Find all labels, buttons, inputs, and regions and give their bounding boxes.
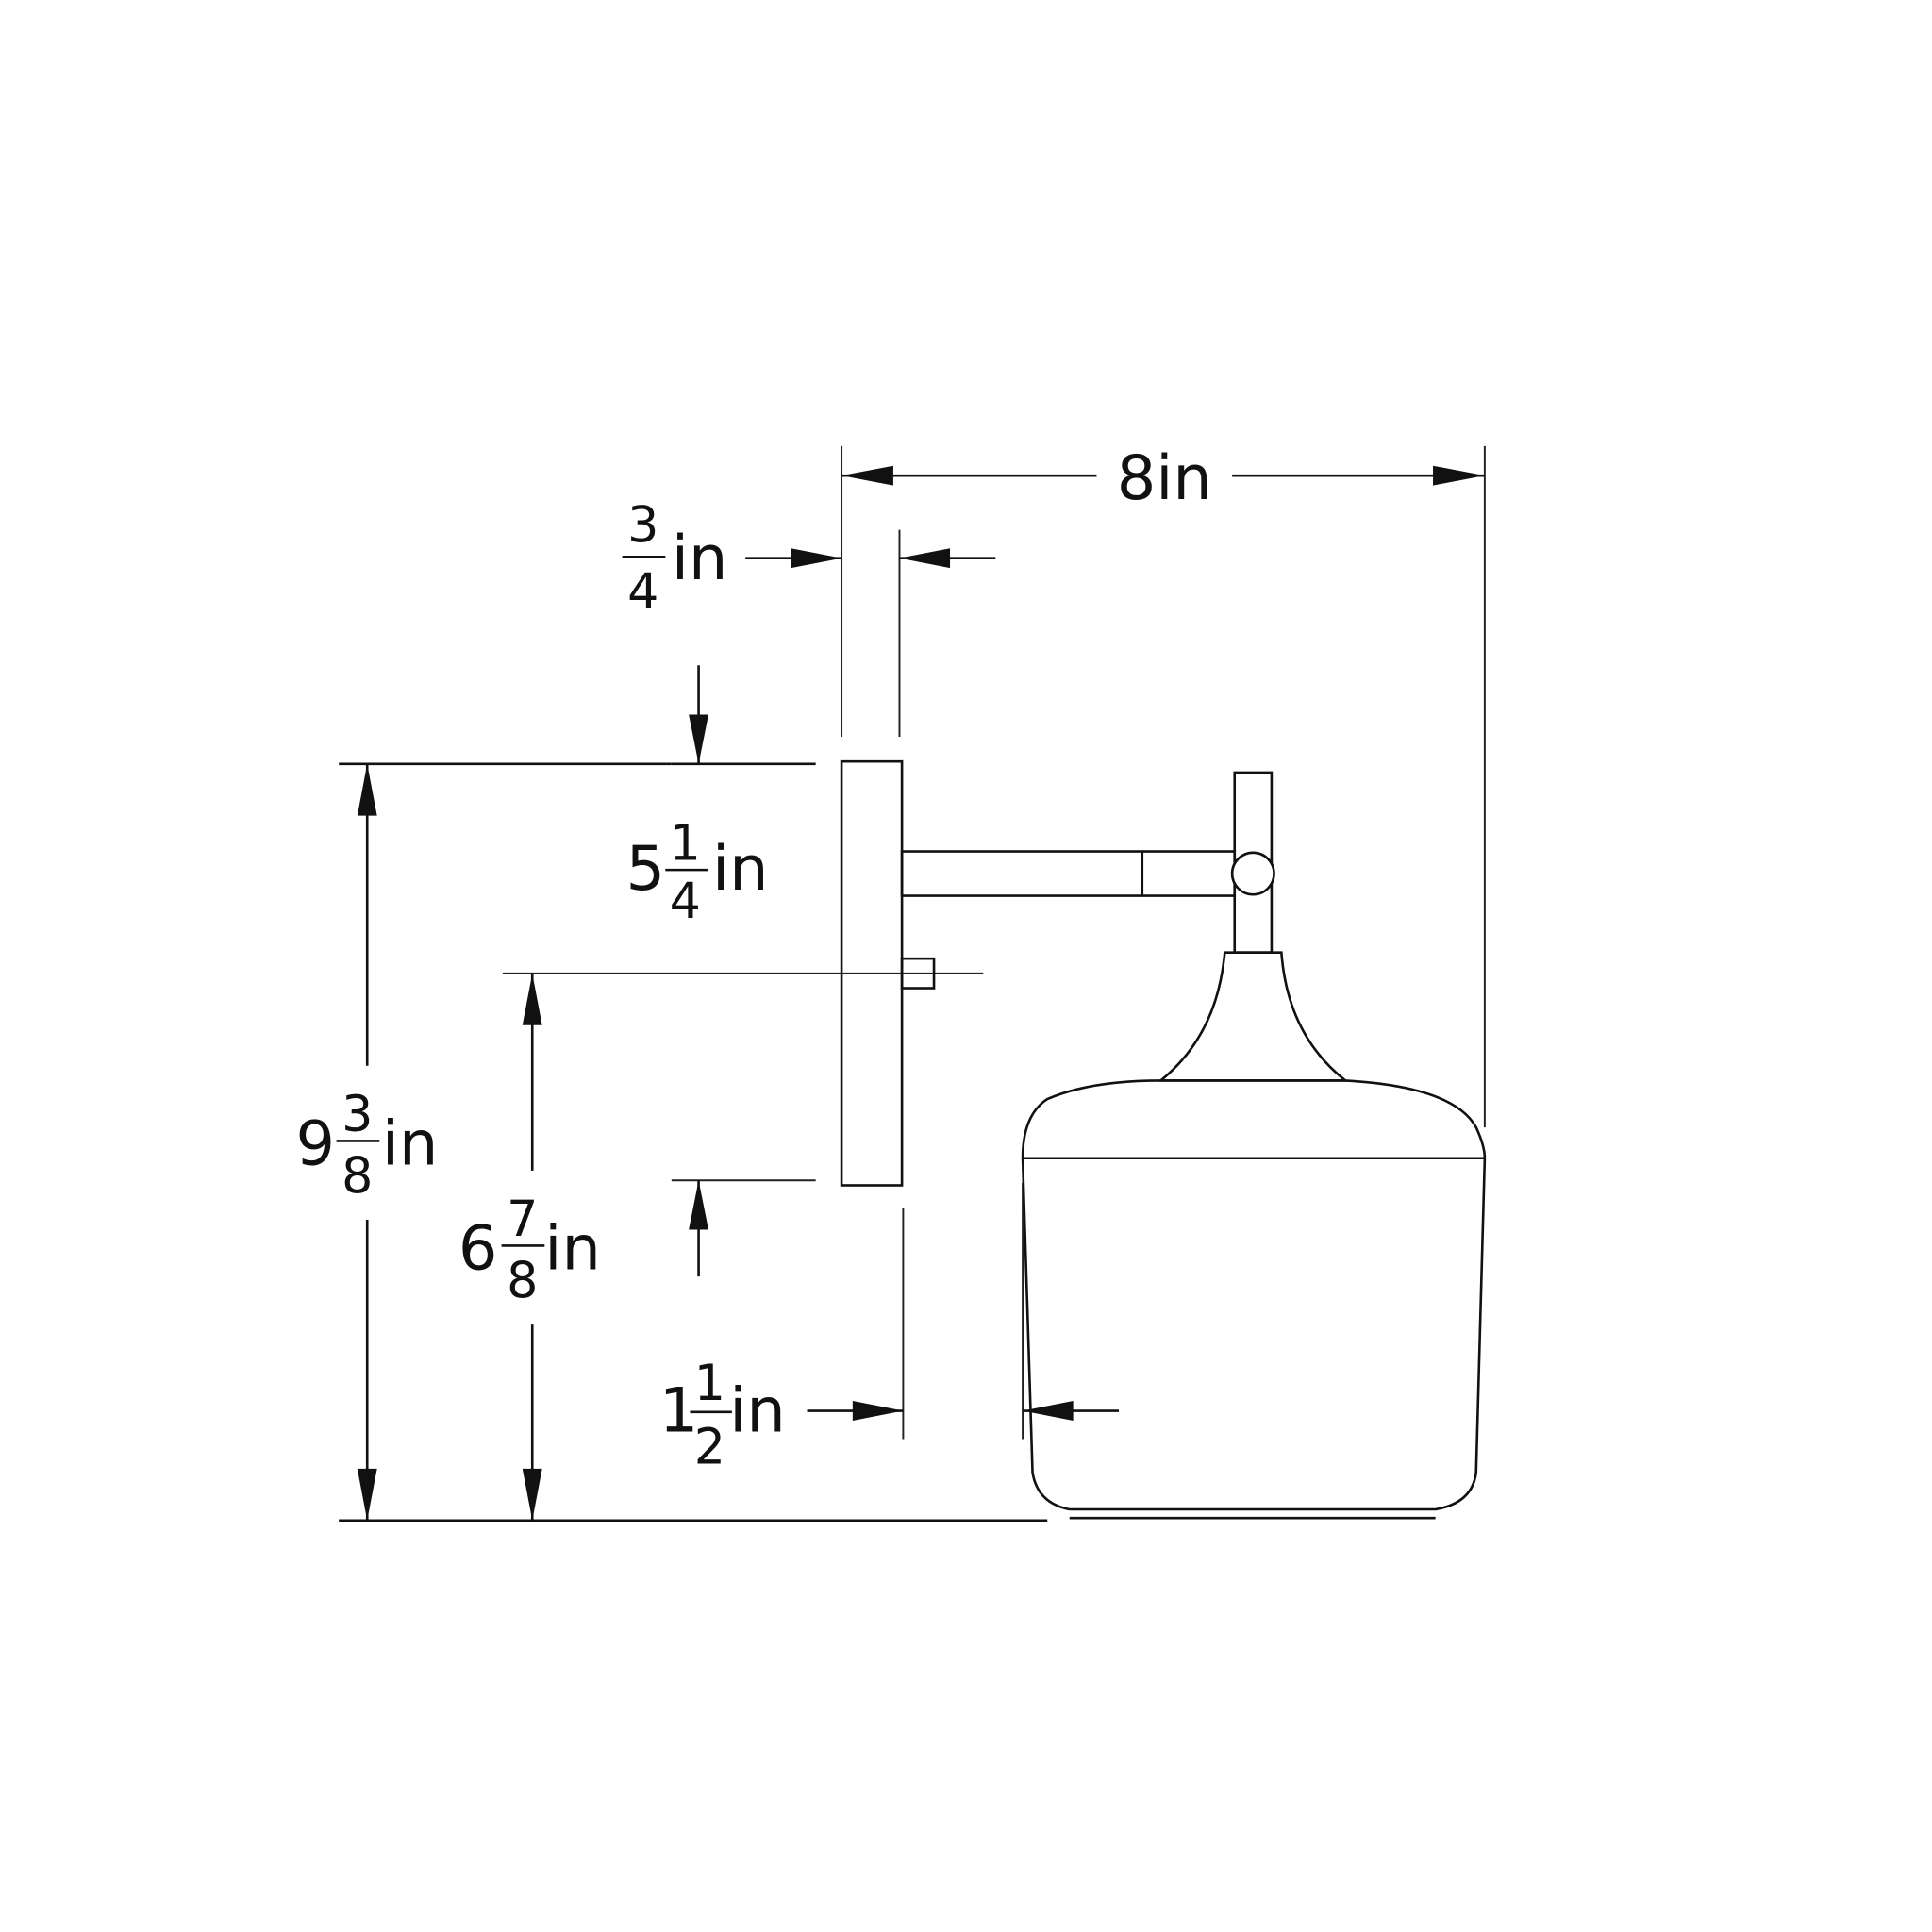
svg-text:6: 6 bbox=[458, 1212, 498, 1284]
mounting-screw bbox=[900, 957, 936, 990]
svg-text:in: in bbox=[672, 523, 728, 594]
svg-text:8: 8 bbox=[507, 1253, 538, 1309]
svg-text:2: 2 bbox=[694, 1420, 725, 1476]
svg-text:in: in bbox=[382, 1108, 439, 1179]
dimension-shade-offset: 1 1 2 in bbox=[659, 1182, 1119, 1476]
knuckle bbox=[1230, 851, 1275, 896]
svg-text:5: 5 bbox=[626, 833, 666, 905]
svg-text:3: 3 bbox=[627, 498, 658, 555]
svg-text:3: 3 bbox=[341, 1087, 373, 1143]
dimension-backplate-height: 5 1 4 in bbox=[626, 665, 816, 1277]
svg-text:8: 8 bbox=[341, 1148, 373, 1205]
label-8in: 8in bbox=[1117, 442, 1212, 514]
svg-text:4: 4 bbox=[670, 874, 701, 930]
neck bbox=[1157, 951, 1350, 1082]
svg-text:1: 1 bbox=[670, 816, 701, 873]
dimension-backplate-depth: 3 4 in bbox=[622, 498, 996, 738]
fixture-outline bbox=[840, 759, 1487, 1520]
svg-text:4: 4 bbox=[627, 564, 658, 621]
svg-text:9: 9 bbox=[295, 1108, 335, 1179]
svg-text:in: in bbox=[544, 1212, 601, 1284]
dimension-overall-height: 9 3 8 in bbox=[295, 762, 1048, 1523]
shade bbox=[1021, 1079, 1487, 1511]
arm bbox=[900, 850, 1237, 897]
svg-text:7: 7 bbox=[507, 1191, 538, 1248]
svg-text:in: in bbox=[712, 833, 769, 905]
svg-text:in: in bbox=[729, 1375, 786, 1447]
svg-text:1: 1 bbox=[694, 1356, 725, 1412]
dimension-overall-width: 8in bbox=[841, 442, 1486, 1128]
dimension-outlet-height: 6 7 8 in bbox=[458, 972, 984, 1521]
